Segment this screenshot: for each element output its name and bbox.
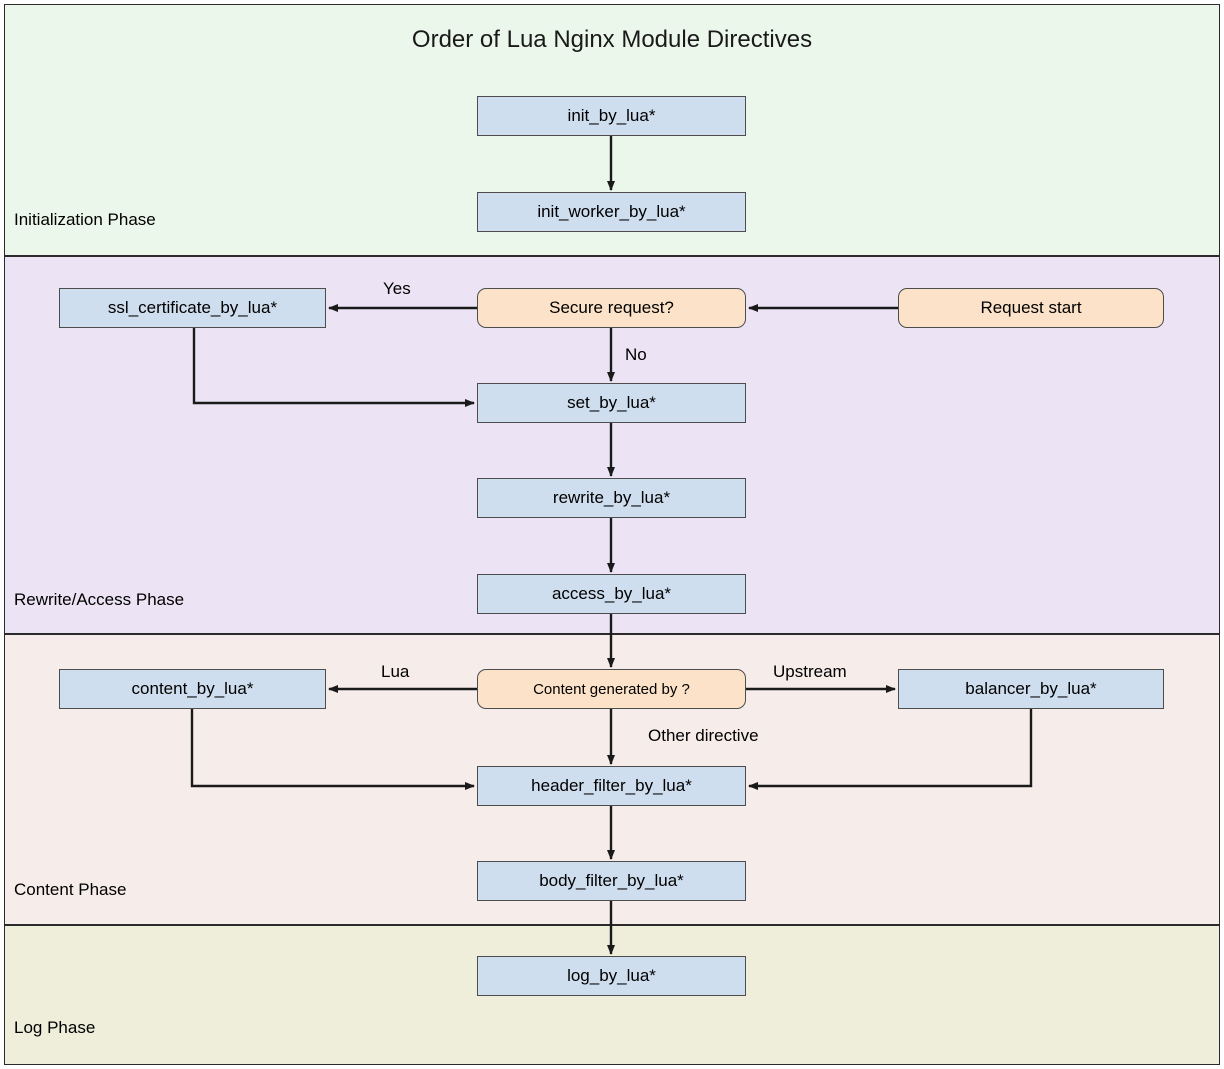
edge-label-yes: Yes — [383, 279, 411, 298]
node-access-by-lua[interactable]: access_by_lua* — [477, 574, 746, 614]
phase-label-initialization: Initialization Phase — [14, 210, 156, 229]
edge-label-other-directive: Other directive — [648, 726, 759, 745]
node-init-worker-by-lua[interactable]: init_worker_by_lua* — [477, 192, 746, 232]
phase-label-rewrite-access: Rewrite/Access Phase — [14, 590, 185, 609]
page-title: Order of Lua Nginx Module Directives — [411, 26, 813, 53]
node-log-by-lua[interactable]: log_by_lua* — [477, 956, 746, 996]
node-rewrite-by-lua[interactable]: rewrite_by_lua* — [477, 478, 746, 518]
phase-label-log: Log Phase — [14, 1018, 96, 1037]
node-content-by-lua[interactable]: content_by_lua* — [59, 669, 326, 709]
node-ssl-certificate-by-lua[interactable]: ssl_certificate_by_lua* — [59, 288, 326, 328]
node-init-by-lua[interactable]: init_by_lua* — [477, 96, 746, 136]
node-body-filter-by-lua[interactable]: body_filter_by_lua* — [477, 861, 746, 901]
node-header-filter-by-lua[interactable]: header_filter_by_lua* — [477, 766, 746, 806]
node-set-by-lua[interactable]: set_by_lua* — [477, 383, 746, 423]
phase-label-content: Content Phase — [14, 880, 127, 899]
node-content-generated[interactable]: Content generated by ? — [477, 669, 746, 709]
node-request-start[interactable]: Request start — [898, 288, 1164, 328]
edge-label-lua: Lua — [381, 662, 410, 681]
edge-label-no: No — [625, 345, 647, 364]
node-balancer-by-lua[interactable]: balancer_by_lua* — [898, 669, 1164, 709]
node-secure-request[interactable]: Secure request? — [477, 288, 746, 328]
edge-label-upstream: Upstream — [773, 662, 847, 681]
